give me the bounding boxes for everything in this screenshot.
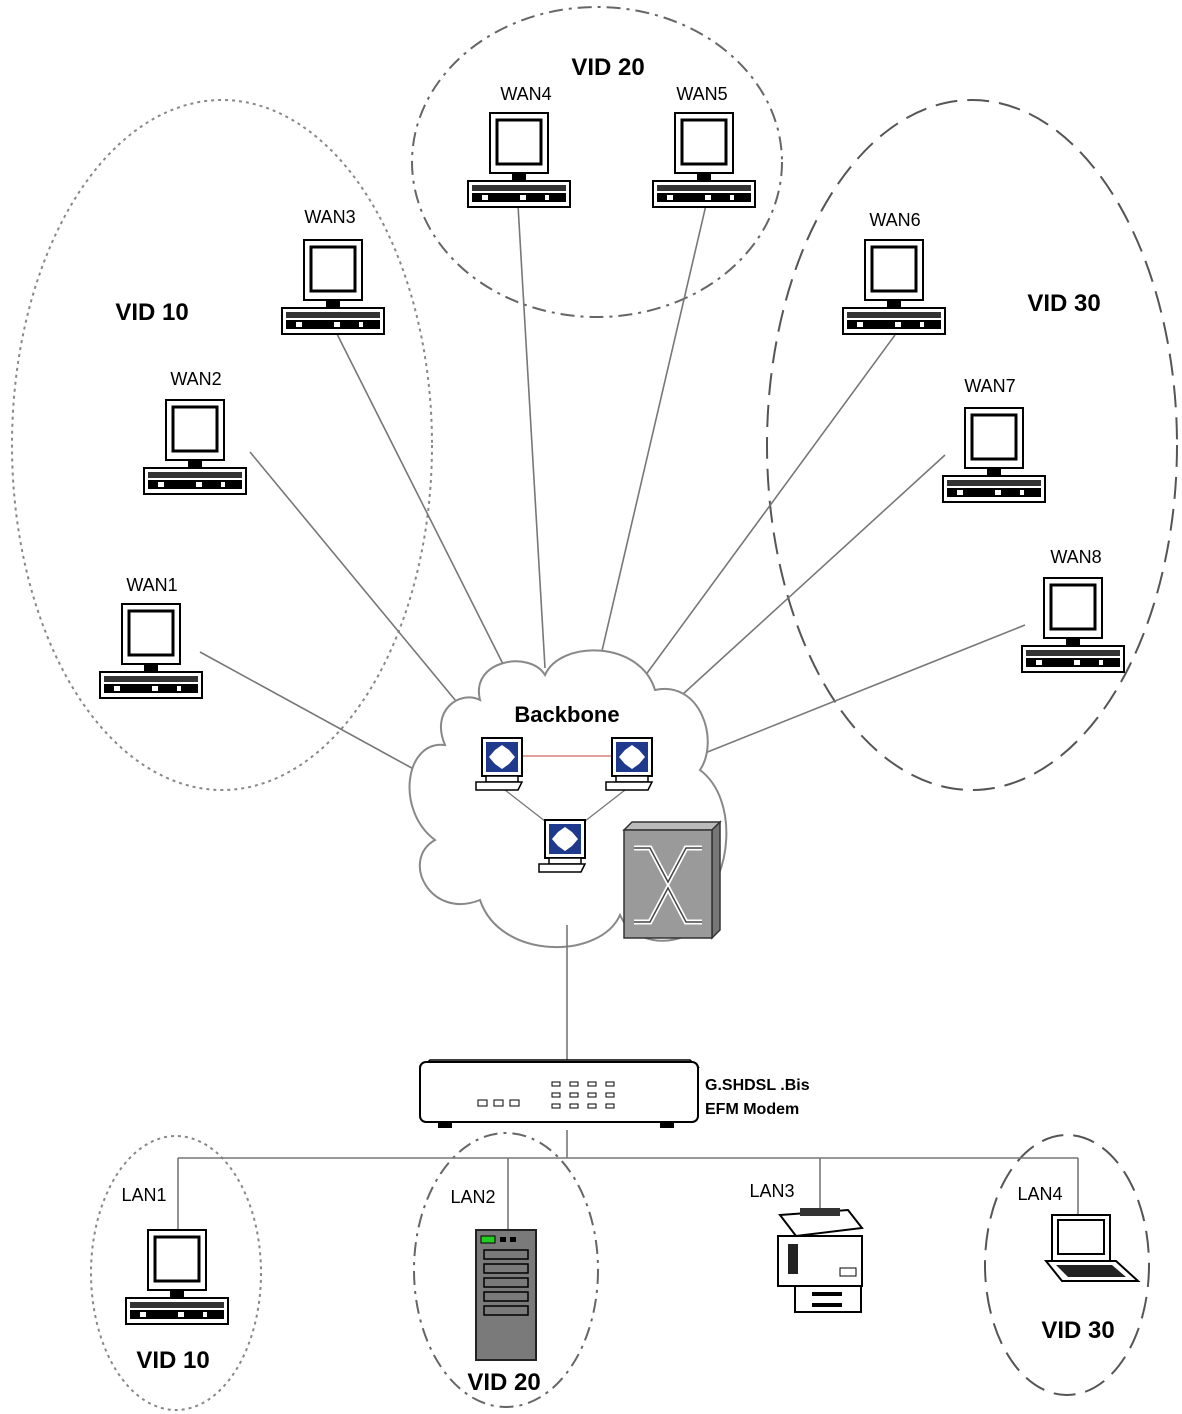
wan7-label: WAN7 bbox=[964, 376, 1015, 396]
wan4-desktop-icon bbox=[468, 113, 570, 207]
lan-vid10-label: VID 10 bbox=[136, 1347, 209, 1374]
wan1-desktop-icon bbox=[100, 604, 202, 698]
lan1-label: LAN1 bbox=[121, 1185, 166, 1205]
wan6-desktop-icon bbox=[843, 240, 945, 334]
wan8-label: WAN8 bbox=[1050, 547, 1101, 567]
wan2-desktop-icon bbox=[144, 400, 246, 494]
lan2-label: LAN2 bbox=[450, 1187, 495, 1207]
lan2-server-icon bbox=[476, 1230, 536, 1360]
wan2-label: WAN2 bbox=[170, 369, 221, 389]
router-icon bbox=[476, 738, 522, 790]
vid30-label: VID 30 bbox=[1027, 290, 1100, 317]
wan7-desktop-icon bbox=[943, 408, 1045, 502]
modem-label-line1: G.SHDSL .Bis bbox=[705, 1077, 810, 1094]
lan4-laptop-icon bbox=[1046, 1215, 1138, 1281]
wan5-desktop-icon bbox=[653, 113, 755, 207]
switch-icon bbox=[624, 822, 720, 938]
router-icon bbox=[539, 820, 585, 872]
wan3-desktop-icon bbox=[282, 240, 384, 334]
wan6-label: WAN6 bbox=[869, 210, 920, 230]
wan8-desktop-icon bbox=[1022, 578, 1124, 672]
lan1-desktop-icon bbox=[126, 1230, 228, 1324]
modem-icon bbox=[420, 1060, 698, 1128]
modem-label-line2: EFM Modem bbox=[705, 1101, 799, 1118]
wan1-label: WAN1 bbox=[126, 575, 177, 595]
vid20-label: VID 20 bbox=[571, 54, 644, 81]
lan3-printer-icon bbox=[778, 1208, 862, 1312]
lan-vid30-label: VID 30 bbox=[1041, 1317, 1114, 1344]
router-icon bbox=[606, 738, 652, 790]
lan-vid20-label: VID 20 bbox=[467, 1369, 540, 1396]
backbone-label: Backbone bbox=[514, 702, 619, 727]
wan3-label: WAN3 bbox=[304, 207, 355, 227]
vid10-label: VID 10 bbox=[115, 299, 188, 326]
wan5-label: WAN5 bbox=[676, 84, 727, 104]
wan4-label: WAN4 bbox=[500, 84, 551, 104]
lan-bus bbox=[178, 1130, 1078, 1230]
lan4-label: LAN4 bbox=[1017, 1184, 1062, 1204]
lan3-label: LAN3 bbox=[749, 1181, 794, 1201]
